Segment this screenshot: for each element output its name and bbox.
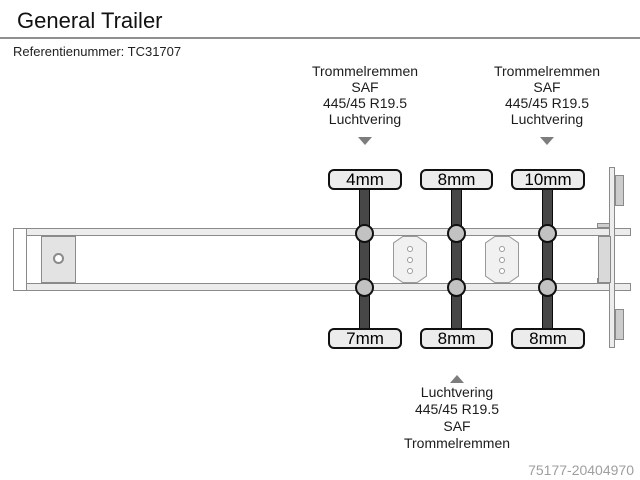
rear-bracket: [615, 309, 624, 340]
kingpin: [53, 253, 64, 264]
chassis-front-wall: [13, 228, 27, 291]
crossmember-hole: [407, 246, 413, 252]
crossmember-hole: [499, 257, 505, 263]
arrow-up-icon: [450, 375, 464, 383]
measurement-box-bottom-3: 8mm: [511, 328, 585, 349]
crossmember-hole: [407, 257, 413, 263]
wheel-hub: [447, 278, 466, 297]
wheel-hub: [355, 224, 374, 243]
spec-line-brand: SAF: [533, 79, 561, 95]
page-title: General Trailer: [17, 8, 163, 33]
spec-line-brakes: Trommelremmen: [311, 63, 419, 79]
measurement-box-top-3: 10mm: [511, 169, 585, 190]
spec-line-brand: SAF: [443, 418, 471, 434]
crossmember-hole: [499, 246, 505, 252]
wheel-hub: [538, 224, 557, 243]
spec-line-suspension: Luchtvering: [420, 384, 494, 400]
arrow-down-icon: [358, 137, 372, 145]
rear-crossmember: [598, 236, 611, 283]
spec-block-axle-2: Luchtvering 445/45 R19.5 SAF Trommelremm…: [377, 384, 537, 452]
watermark: 75177-20404970: [528, 462, 634, 478]
axle-1: [359, 186, 370, 333]
spec-line-suspension: Luchtvering: [510, 111, 584, 127]
spec-line-brand: SAF: [351, 79, 379, 95]
axle-3: [542, 186, 553, 333]
crossmember-web: [394, 237, 426, 282]
wheel-hub: [447, 224, 466, 243]
spec-line-tyre-size: 445/45 R19.5: [414, 401, 500, 417]
rear-bracket: [615, 175, 624, 206]
spec-block-axle-1: Trommelremmen SAF 445/45 R19.5 Luchtveri…: [285, 63, 445, 127]
chassis-crossmember: [485, 236, 519, 283]
crossmember-hole: [407, 268, 413, 274]
measurement-box-bottom-1: 7mm: [328, 328, 402, 349]
axle-2: [451, 186, 462, 333]
measurement-box-bottom-2: 8mm: [420, 328, 493, 349]
spec-line-suspension: Luchtvering: [328, 111, 402, 127]
measurement-box-top-2: 8mm: [420, 169, 493, 190]
spec-line-brakes: Trommelremmen: [493, 63, 601, 79]
chassis-crossmember: [393, 236, 427, 283]
reference-number: Referentienummer: TC31707: [13, 44, 182, 59]
header-divider: [0, 37, 640, 39]
measurement-box-top-1: 4mm: [328, 169, 402, 190]
spec-block-axle-3: Trommelremmen SAF 445/45 R19.5 Luchtveri…: [467, 63, 627, 127]
spec-line-tyre-size: 445/45 R19.5: [504, 95, 590, 111]
crossmember-web: [486, 237, 518, 282]
wheel-hub: [355, 278, 374, 297]
spec-line-brakes: Trommelremmen: [403, 435, 511, 451]
spec-line-tyre-size: 445/45 R19.5: [322, 95, 408, 111]
wheel-hub: [538, 278, 557, 297]
crossmember-hole: [499, 268, 505, 274]
arrow-down-icon: [540, 137, 554, 145]
